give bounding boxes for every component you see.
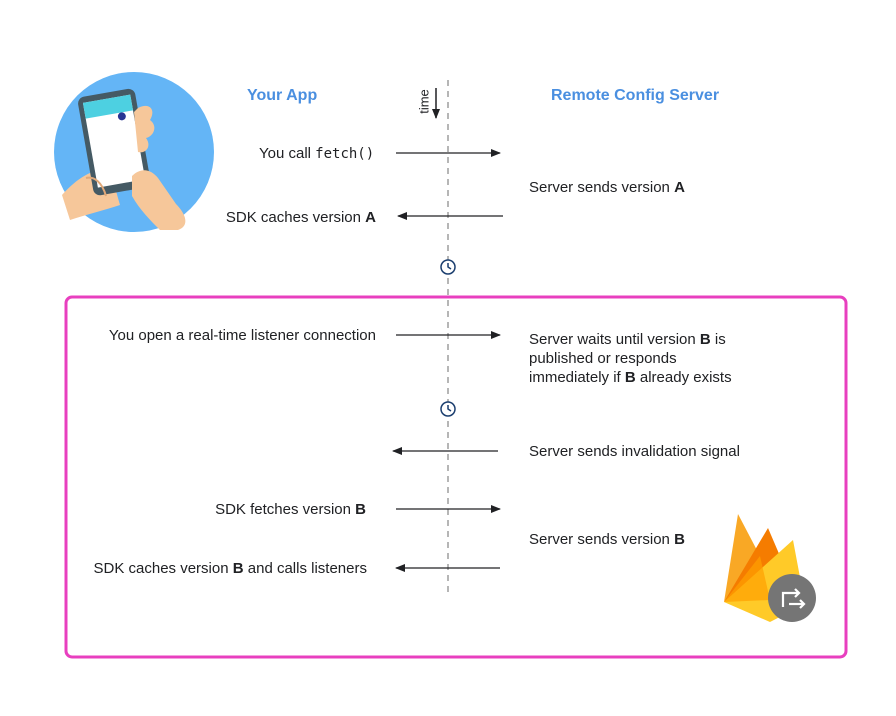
step-invalidation: Server sends invalidation signal <box>529 443 740 460</box>
step-server-sends-b-text: Server sends version <box>529 531 675 548</box>
server-waits-line2: published or responds <box>529 350 677 367</box>
step-open-listener: You open a real-time listener connection <box>108 327 376 344</box>
server-waits-line1: Server waits until version <box>529 331 700 348</box>
version-b: B <box>699 331 711 348</box>
step-sdk-caches-b-suffix: and calls listeners <box>243 560 367 577</box>
clock-icon <box>440 259 456 275</box>
step-sdk-caches-a: SDK caches version A <box>226 208 376 227</box>
realtime-section-box <box>64 295 848 659</box>
step-server-sends-a: Server sends version A <box>529 178 685 197</box>
step-call-fetch: You call fetch() <box>259 144 374 164</box>
step-sdk-caches-b-text: SDK caches version <box>93 560 233 577</box>
step-sdk-caches-a-text: SDK caches version <box>225 209 366 226</box>
remote-config-server-header: Remote Config Server <box>551 87 720 104</box>
step-server-sends-b: Server sends version B <box>529 530 685 549</box>
clock-icon <box>440 401 456 417</box>
step-sdk-fetches-b: SDK fetches version B <box>215 500 366 519</box>
phone-in-hand-icon <box>54 72 214 232</box>
version-b: B <box>674 531 685 548</box>
time-label: time <box>416 89 432 114</box>
version-b: B <box>232 560 244 577</box>
version-a: A <box>365 209 376 226</box>
server-waits-line3-suffix: already exists <box>635 369 732 386</box>
step-sdk-caches-b: SDK caches version B and calls listeners <box>94 559 367 578</box>
fetch-code: fetch() <box>315 146 375 162</box>
remote-config-icon <box>768 574 816 622</box>
step-server-sends-a-text: Server sends version <box>529 179 675 196</box>
step-sdk-fetches-b-text: SDK fetches version <box>215 501 356 518</box>
version-a: A <box>674 179 685 196</box>
step-server-waits: Server waits until version B is publishe… <box>529 330 732 387</box>
version-b: B <box>624 369 636 386</box>
server-waits-line3: immediately if <box>529 369 625 386</box>
version-b: B <box>355 501 366 518</box>
your-app-header: Your App <box>247 87 318 104</box>
server-waits-line1-suffix: is <box>710 331 726 348</box>
step-call-fetch-text: You call <box>259 145 316 162</box>
